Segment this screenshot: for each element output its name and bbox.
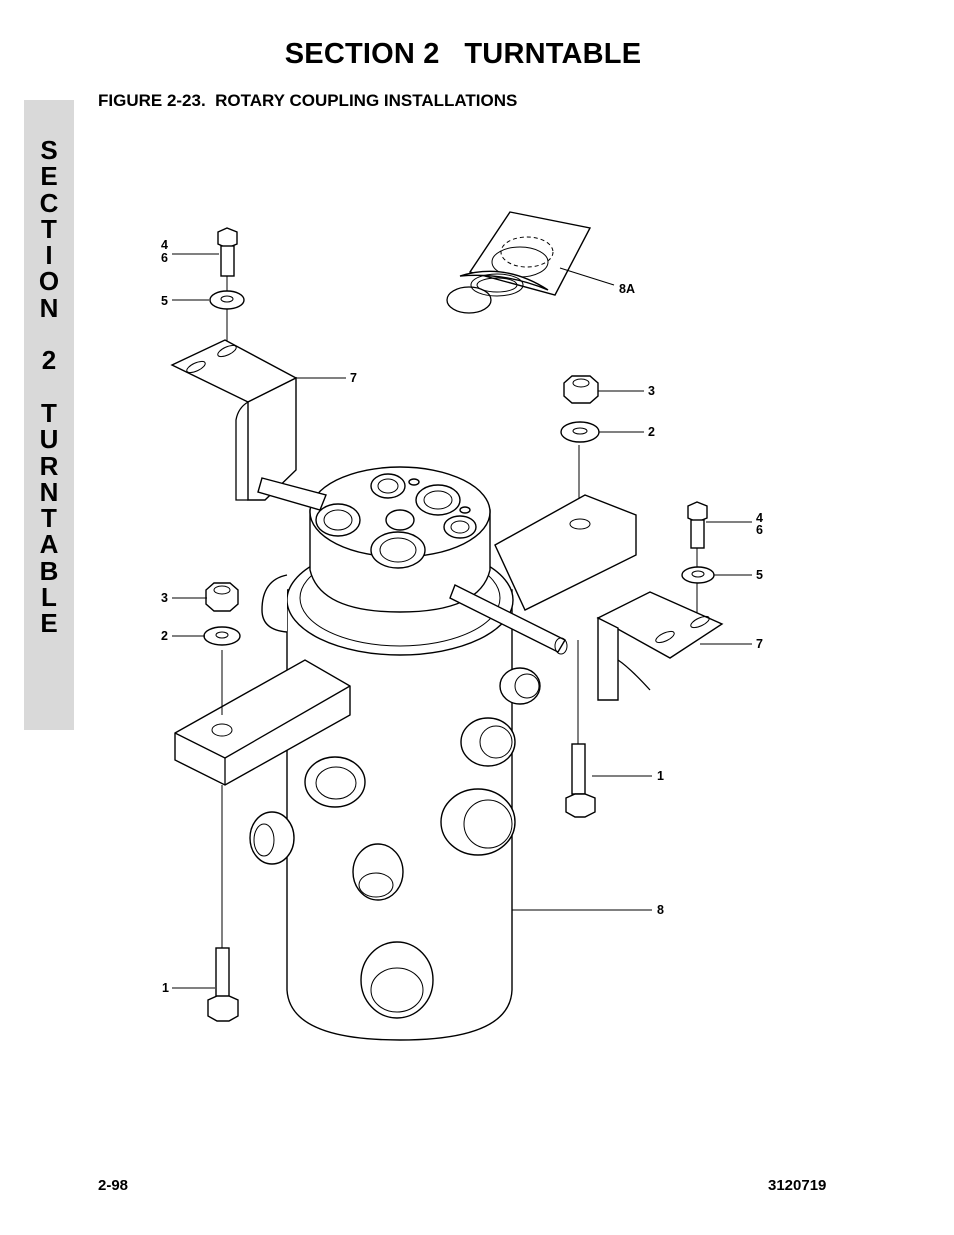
- leader-lines: [172, 253, 752, 989]
- side-tab-letter: N: [39, 292, 59, 323]
- side-tab-letter: T: [41, 397, 57, 428]
- callout-labels: 4 6 5 7 8A 3 2 4 6 5 7 1 8 3 2 1: [161, 238, 763, 995]
- callout-4: 4: [161, 238, 168, 252]
- callout-5: 5: [756, 568, 763, 582]
- side-tab-letter: R: [39, 450, 59, 481]
- seal-kit-8a: [446, 211, 592, 314]
- callout-3: 3: [648, 384, 655, 398]
- top-right-nut-washer: [560, 375, 600, 520]
- side-tab-letter: O: [38, 266, 60, 297]
- side-tab-letter: S: [40, 135, 58, 165]
- page-title: SECTION 2 TURNTABLE: [284, 38, 642, 70]
- callout-7: 7: [350, 371, 357, 385]
- side-tab-letter: T: [41, 503, 57, 534]
- callout-2: 2: [161, 629, 168, 643]
- side-tab-letter: 2: [41, 345, 57, 376]
- callout-6: 6: [756, 523, 763, 537]
- callout-8: 8: [657, 903, 664, 917]
- document-number: 3120719: [768, 1177, 827, 1194]
- callout-8a: 8A: [619, 282, 635, 296]
- callout-1: 1: [162, 981, 169, 995]
- side-tab-letter: I: [45, 240, 53, 271]
- side-tab-letter: E: [40, 608, 58, 639]
- side-tab-letter: A: [39, 529, 59, 560]
- callout-1: 1: [657, 769, 664, 783]
- side-tab-letter: T: [41, 213, 57, 244]
- callout-7: 7: [756, 637, 763, 651]
- side-tab-letter: U: [39, 424, 59, 455]
- rotary-coupling-body: [249, 466, 568, 1041]
- top-left-bolt: [209, 227, 245, 350]
- callout-5: 5: [161, 294, 168, 308]
- side-tab-letter: E: [40, 161, 58, 192]
- callout-2: 2: [648, 425, 655, 439]
- page-number: 2-98: [98, 1177, 129, 1194]
- top-left-bracket: [170, 339, 298, 501]
- side-tab-letter: C: [39, 187, 59, 218]
- figure-title: FIGURE 2-23. ROTARY COUPLING INSTALLATIO…: [98, 91, 518, 110]
- callout-4: 4: [756, 511, 763, 525]
- right-bottom-bolt: [565, 640, 596, 818]
- callout-6: 6: [161, 251, 168, 265]
- right-bolt-bracket: [596, 501, 724, 701]
- side-tab-letter: L: [41, 582, 57, 613]
- callout-3: 3: [161, 591, 168, 605]
- side-tab-letter: B: [39, 555, 59, 586]
- left-nut-washer-plate: [174, 582, 351, 1022]
- right-mount-plate: [494, 494, 637, 611]
- side-tab-letter: N: [39, 476, 59, 507]
